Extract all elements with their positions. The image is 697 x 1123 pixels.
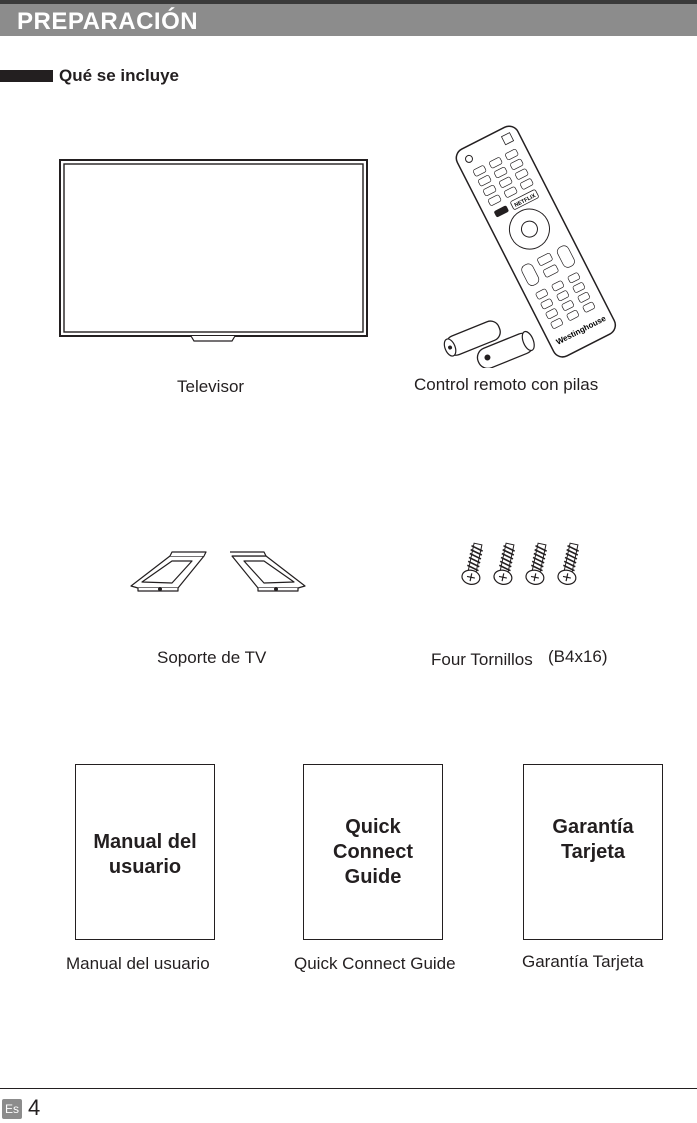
footer-divider xyxy=(0,1088,697,1089)
quick-connect-guide-caption: Quick Connect Guide xyxy=(294,954,456,973)
screws-size: (B4x16) xyxy=(548,647,608,666)
warranty-card: Garantía Tarjeta xyxy=(523,764,663,940)
remote-caption: Control remoto con pilas xyxy=(414,375,599,394)
page-number: 4 xyxy=(28,1095,41,1120)
screws-illustration xyxy=(459,541,584,587)
screws-caption: Four Tornillos xyxy=(431,650,533,669)
user-manual-cover-text: Manual del usuario xyxy=(93,831,197,878)
header-bar xyxy=(0,4,697,36)
user-manual-booklet: Manual del usuario xyxy=(75,764,215,940)
battery-icon xyxy=(443,320,535,368)
quick-connect-guide-cover-text: Quick Connect Guide xyxy=(333,816,413,888)
tv-caption: Televisor xyxy=(177,377,245,396)
section-title: Qué se incluye xyxy=(59,66,179,85)
quick-connect-guide-booklet: Quick Connect Guide xyxy=(303,764,443,940)
page-title: PREPARACIÓN xyxy=(17,8,199,35)
stand-caption: Soporte de TV xyxy=(157,648,267,667)
warranty-card-caption: Garantía Tarjeta xyxy=(522,952,644,971)
section-marker xyxy=(0,70,53,82)
header-top-line xyxy=(0,0,697,4)
remote-illustration: NETFLIX Westinghouse xyxy=(443,125,617,368)
user-manual-caption: Manual del usuario xyxy=(66,954,210,973)
warranty-card-cover-text: Garantía Tarjeta xyxy=(552,816,634,863)
language-badge: Es xyxy=(2,1099,22,1119)
tv-illustration xyxy=(59,159,368,342)
tv-stand-illustration xyxy=(130,551,306,592)
